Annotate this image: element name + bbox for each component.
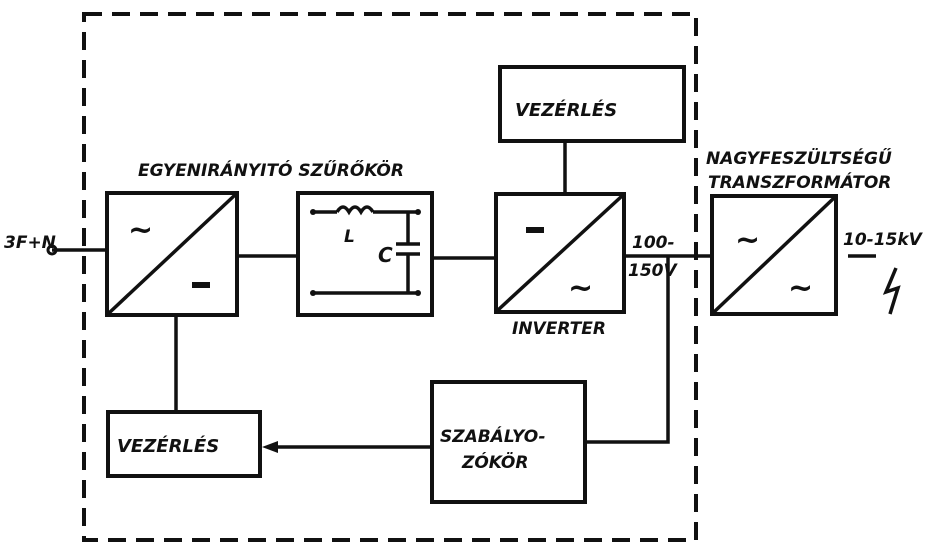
rectifier-filter-label: EGYENIRÁNYITÓ SZŰRŐKÖR [138, 159, 404, 181]
dashed-enclosure [82, 12, 698, 542]
ac-symbol-transformer-out: ~ [788, 271, 813, 306]
filter-block: L C [296, 191, 434, 317]
ac-symbol-inverter: ~ [568, 271, 593, 306]
input-label: 3F+N [4, 233, 56, 253]
inductor-label: L [344, 227, 355, 247]
capacitor-label: C [378, 243, 393, 267]
transformer-label-line1: NAGYFESZÜLTSÉGŰ [706, 147, 892, 169]
ac-symbol-transformer-in: ~ [735, 223, 760, 258]
rectifier-block: ~ [105, 191, 239, 317]
control-top-label: VEZÉRLÉS [515, 99, 617, 121]
regulator-label-line2: ZÓKÖR [461, 451, 528, 473]
lightning-bolt-icon [882, 267, 901, 315]
transformer-label-line2: TRANSZFORMÁTOR [708, 171, 891, 193]
inverter-block: ~ [494, 192, 626, 314]
transformer-block: ~ ~ [710, 194, 838, 316]
feedback-wire [585, 256, 670, 444]
output-voltage-label: 10-15kV [843, 230, 924, 250]
dc-symbol-inverter [526, 227, 544, 233]
arrow-head-icon [262, 441, 278, 453]
control-bottom-block: VEZÉRLÉS [106, 410, 262, 478]
inverter-label: INVERTER [512, 319, 606, 339]
regulator-label-line1: SZABÁLYO- [440, 425, 546, 447]
control-top-block: VEZÉRLÉS [498, 65, 686, 143]
inv-voltage-line1: 100- [632, 233, 675, 253]
regulator-block: SZABÁLYO- ZÓKÖR [430, 380, 587, 504]
ac-symbol: ~ [128, 213, 153, 248]
control-bottom-label: VEZÉRLÉS [117, 435, 219, 457]
dc-symbol [192, 282, 210, 288]
inv-voltage-line2: 150V [628, 261, 678, 281]
input-terminal [46, 244, 58, 256]
